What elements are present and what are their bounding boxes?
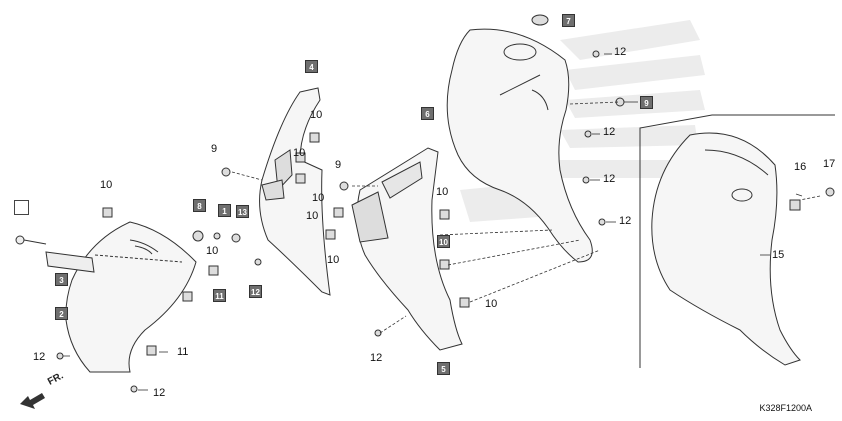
callout-12: 12: [619, 215, 632, 227]
callout-box-8: 8: [193, 199, 206, 212]
callout-16: 16: [794, 161, 807, 173]
callout-17: 17: [823, 158, 836, 170]
lower-cover-part: [351, 147, 463, 351]
inset-cover-part: [651, 132, 801, 366]
callout-box-3: 3: [55, 273, 68, 286]
callout-12: 12: [153, 387, 166, 399]
callout-11: 11: [177, 346, 189, 358]
callout-10: 10: [100, 179, 113, 191]
callout-box-11: 11: [213, 289, 226, 302]
callout-12: 12: [370, 352, 383, 364]
callout-10: 10: [436, 186, 449, 198]
callout-10: 10: [310, 109, 323, 121]
drawing-code: K328F1200A: [759, 403, 812, 413]
callout-12: 12: [614, 46, 627, 58]
callout-box-12: 12: [249, 285, 262, 298]
front-cover-part: [65, 221, 197, 373]
callout-12: 12: [33, 351, 46, 363]
callout-box-6: 6: [421, 107, 434, 120]
callout-box-2: 2: [55, 307, 68, 320]
callout-12: 12: [603, 173, 616, 185]
inner-cover-part: [446, 28, 593, 263]
callout-9: 9: [335, 159, 342, 171]
callout-10: 10: [485, 298, 498, 310]
callout-box-1: 1: [218, 204, 231, 217]
callout-10: 10: [312, 192, 325, 204]
callout-12: 12: [603, 126, 616, 138]
callout-10: 10: [293, 147, 306, 159]
inset-frame: [639, 114, 835, 368]
callout-15: 15: [772, 249, 785, 261]
callout-box-13: 13: [236, 205, 249, 218]
callout-9: 9: [211, 143, 218, 155]
callout-box-5: 5: [437, 362, 450, 375]
callout-10-left: 10: [206, 245, 219, 257]
inner-panel-part: [259, 87, 331, 296]
small-parts: [56, 14, 835, 393]
callout-box-10: 10: [437, 235, 450, 248]
callout-10: 10: [306, 210, 319, 222]
callout-box-4: 4: [305, 60, 318, 73]
callout-10: 10: [327, 254, 340, 266]
bracket-part: [15, 235, 95, 273]
direction-arrow: [20, 393, 45, 409]
callout-box-7: 7: [562, 14, 575, 27]
callout-box-9: 9: [640, 96, 653, 109]
leader-lines: [63, 53, 821, 391]
empty-callout-box: [14, 200, 29, 215]
watermark-logo: [460, 20, 705, 222]
